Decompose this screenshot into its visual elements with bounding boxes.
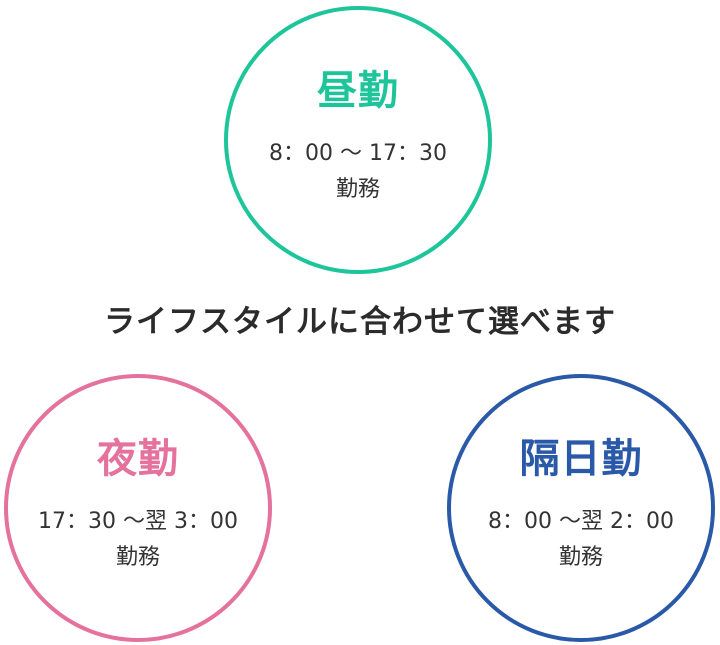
headline: ライフスタイルに合わせて選べます — [104, 304, 616, 340]
alternate-day-shift-type: 勤務 — [558, 545, 603, 570]
night-shift-hours: 17：30 〜翌 3：00 — [38, 508, 238, 534]
alternate-day-shift-hours: 8：00 〜翌 2：00 — [488, 508, 674, 534]
day-shift-circle: 昼勤 8：00 〜 17：30 勤務 — [224, 6, 492, 274]
night-shift-title: 夜勤 — [97, 435, 179, 482]
alternate-day-shift-circle: 隔日勤 8：00 〜翌 2：00 勤務 — [447, 374, 715, 642]
night-shift-circle: 夜勤 17：30 〜翌 3：00 勤務 — [4, 374, 272, 642]
day-shift-hours: 8：00 〜 17：30 — [269, 140, 447, 166]
alternate-day-shift-title: 隔日勤 — [519, 435, 643, 482]
night-shift-type: 勤務 — [115, 545, 160, 570]
day-shift-title: 昼勤 — [317, 67, 399, 114]
day-shift-type: 勤務 — [335, 177, 380, 202]
